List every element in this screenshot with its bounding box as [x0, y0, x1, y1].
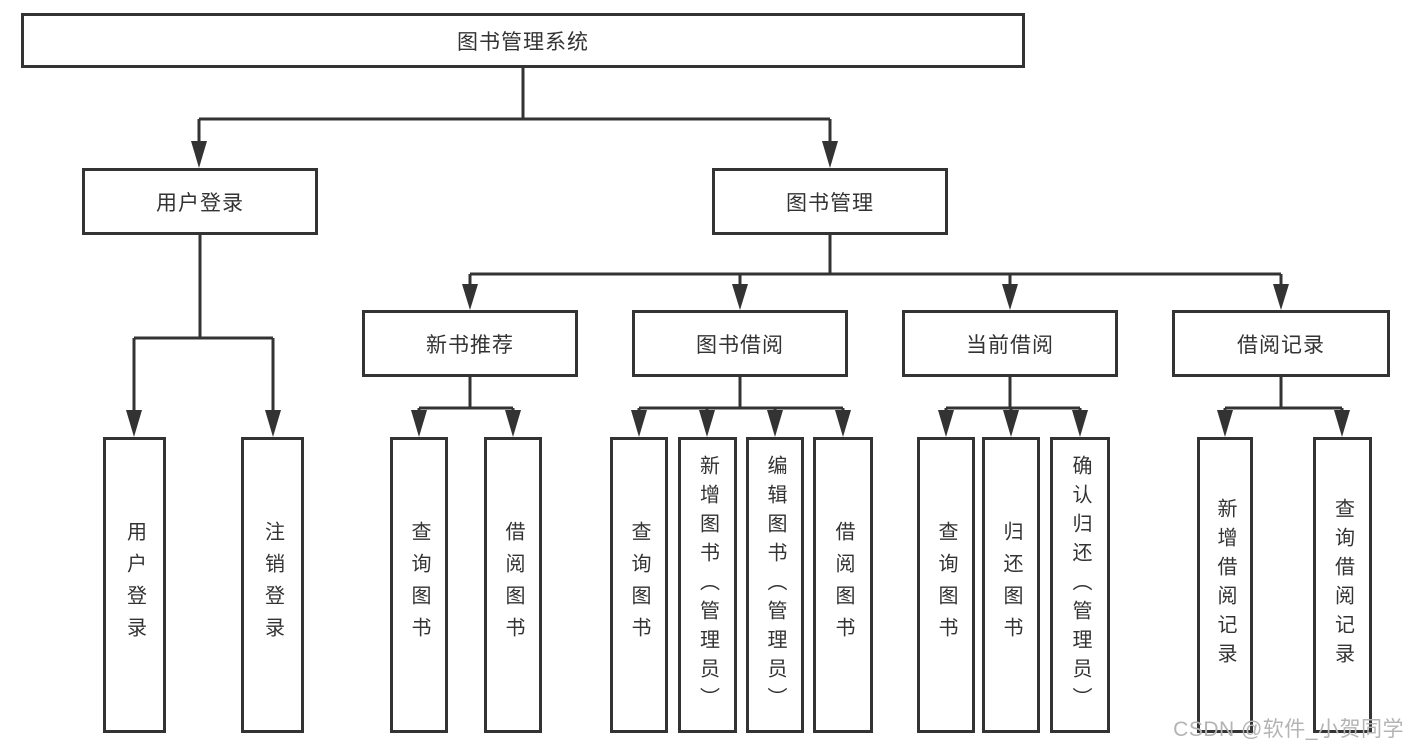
node-root-label: 图书管理系统 [457, 30, 589, 54]
leaf-return-book: 归还图书 [982, 437, 1040, 733]
leaf-query-books-current: 查询图书 [917, 437, 975, 733]
leaf-query-borrow-record-label: 查询借阅记录 [1331, 498, 1354, 672]
node-current-borrow-label: 当前借阅 [966, 333, 1054, 357]
node-borrow-records-label: 借阅记录 [1237, 333, 1325, 357]
leaf-add-book-admin-label: 新增图书（管理员） [696, 454, 719, 716]
leaf-user-login: 用户登录 [103, 437, 166, 733]
node-book-management: 图书管理 [712, 168, 948, 235]
leaf-query-books-borrow-label: 查询图书 [628, 521, 650, 649]
node-current-borrow: 当前借阅 [902, 310, 1118, 377]
leaf-borrow-books-recommend-label: 借阅图书 [502, 521, 524, 649]
leaf-query-books-recommend-label: 查询图书 [408, 521, 430, 649]
leaf-query-borrow-record: 查询借阅记录 [1313, 437, 1372, 733]
node-borrow-records: 借阅记录 [1172, 310, 1390, 377]
node-book-borrow: 图书借阅 [632, 310, 848, 377]
node-new-book-recommend-label: 新书推荐 [426, 333, 514, 357]
csdn-watermark: CSDN @软件_小贺同学 [1173, 718, 1404, 741]
leaf-return-book-label: 归还图书 [1000, 521, 1022, 649]
leaf-logout: 注销登录 [241, 437, 304, 733]
leaf-query-books-borrow: 查询图书 [610, 437, 668, 733]
leaf-user-login-label: 用户登录 [123, 521, 146, 649]
node-user-login: 用户登录 [82, 168, 318, 235]
leaf-query-books-recommend: 查询图书 [390, 437, 448, 733]
leaf-borrow-books-borrow: 借阅图书 [813, 437, 873, 733]
leaf-add-borrow-record: 新增借阅记录 [1197, 437, 1253, 733]
leaf-borrow-books-borrow-label: 借阅图书 [832, 521, 854, 649]
leaf-query-books-current-label: 查询图书 [935, 521, 957, 649]
leaf-edit-book-admin-label: 编辑图书（管理员） [764, 454, 786, 716]
leaf-add-book-admin: 新增图书（管理员） [678, 437, 737, 733]
leaf-edit-book-admin: 编辑图书（管理员） [746, 437, 804, 733]
arrowheads [126, 141, 1350, 437]
leaf-borrow-books-recommend: 借阅图书 [484, 437, 542, 733]
node-root: 图书管理系统 [21, 13, 1025, 68]
leaf-add-borrow-record-label: 新增借阅记录 [1214, 498, 1236, 672]
node-new-book-recommend: 新书推荐 [362, 310, 578, 377]
node-book-borrow-label: 图书借阅 [696, 333, 784, 357]
leaf-confirm-return-admin-label: 确认归还（管理员） [1069, 454, 1091, 716]
node-user-login-label: 用户登录 [156, 191, 244, 215]
node-book-management-label: 图书管理 [786, 191, 874, 215]
leaf-logout-label: 注销登录 [261, 521, 284, 649]
leaf-confirm-return-admin: 确认归还（管理员） [1050, 437, 1110, 733]
